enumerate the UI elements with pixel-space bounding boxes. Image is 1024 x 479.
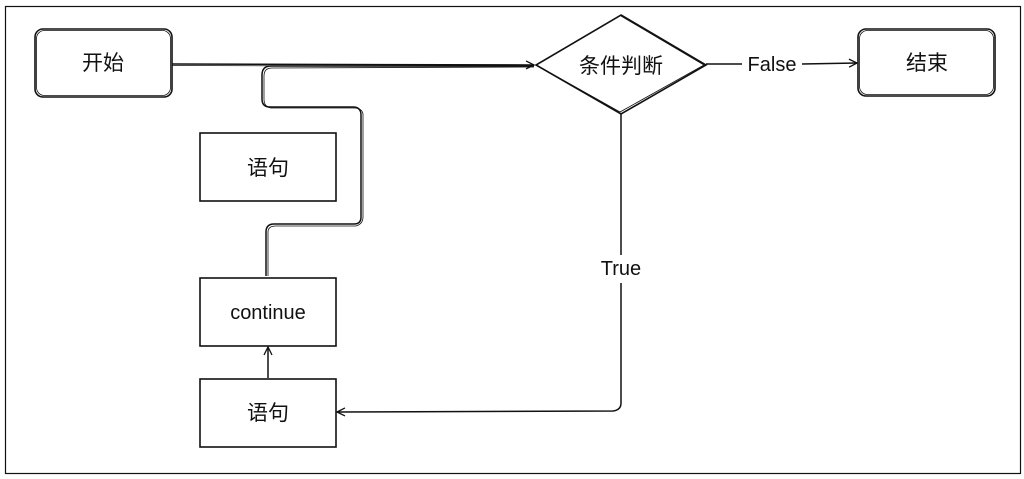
node-condition[interactable]: 条件判断 <box>534 14 708 115</box>
node-continue[interactable]: continue <box>199 277 337 347</box>
node-start-label: 开始 <box>82 51 124 75</box>
node-statement-bottom[interactable]: 语句 <box>199 378 337 448</box>
edge-condition-false <box>706 63 857 64</box>
edge-continue-loop <box>261 65 535 276</box>
node-end[interactable]: 结束 <box>857 28 996 97</box>
node-start[interactable]: 开始 <box>34 28 173 98</box>
node-statement-top[interactable]: 语句 <box>199 132 337 202</box>
diagram-frame <box>4 5 1022 475</box>
edge-label-false: False <box>748 54 797 76</box>
edge-condition-true <box>337 114 622 412</box>
node-statement-bottom-label: 语句 <box>247 401 289 425</box>
edge-label-true: True <box>601 258 641 280</box>
node-statement-top-label: 语句 <box>247 156 289 180</box>
node-condition-label: 条件判断 <box>579 54 663 78</box>
node-continue-label: continue <box>230 302 306 324</box>
node-end-label: 结束 <box>906 51 948 75</box>
